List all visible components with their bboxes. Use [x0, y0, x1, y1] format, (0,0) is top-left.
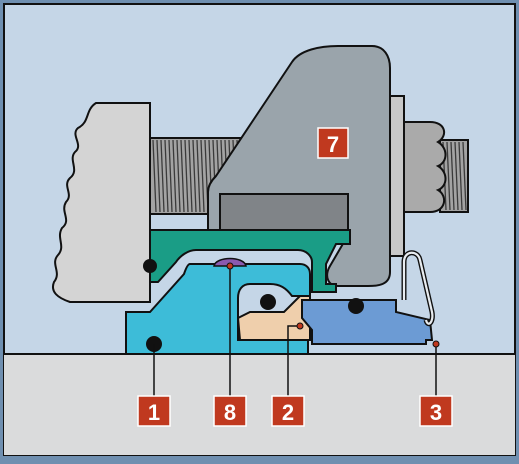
- leader-dots: [226, 262, 440, 348]
- thread-line: [176, 139, 181, 213]
- thread-line: [196, 139, 201, 213]
- thread-line: [172, 139, 177, 213]
- label-2: 2: [271, 395, 305, 427]
- thread-line: [160, 139, 165, 213]
- svg-text:8: 8: [224, 400, 236, 425]
- nut: [403, 121, 447, 213]
- thread-line: [454, 141, 459, 211]
- rotating-ring: [301, 299, 434, 345]
- thread-line: [164, 139, 169, 213]
- leader-lines: [153, 266, 437, 396]
- thread-line: [458, 141, 463, 211]
- clamp-insert: [219, 193, 349, 233]
- thread-line: [462, 141, 467, 211]
- thread-line: [156, 139, 161, 213]
- svg-text:2: 2: [282, 400, 294, 425]
- label-3: 3: [419, 395, 453, 427]
- flange-section: [52, 102, 151, 303]
- seal-face: [236, 295, 311, 341]
- label-8: 8: [213, 395, 247, 427]
- thread-line: [168, 139, 173, 213]
- label-1: 1: [137, 395, 171, 427]
- thread-line: [180, 139, 185, 213]
- seal-housing: [125, 263, 311, 355]
- thread-line: [188, 139, 193, 213]
- thread-line: [152, 139, 157, 213]
- svg-text:3: 3: [430, 400, 442, 425]
- thread-line: [192, 139, 197, 213]
- thread-line: [446, 141, 451, 211]
- thread-line: [200, 139, 205, 213]
- drive-pin: [213, 257, 247, 267]
- o-ring-housing: [260, 294, 276, 310]
- o-ring-rotor: [348, 298, 364, 314]
- svg-text:1: 1: [148, 400, 160, 425]
- thread-line: [450, 141, 455, 211]
- o-ring-gland: [143, 259, 157, 273]
- svg-text:7: 7: [327, 132, 339, 157]
- label-7: 7: [317, 127, 349, 159]
- gland: [149, 229, 351, 293]
- thread-line: [184, 139, 189, 213]
